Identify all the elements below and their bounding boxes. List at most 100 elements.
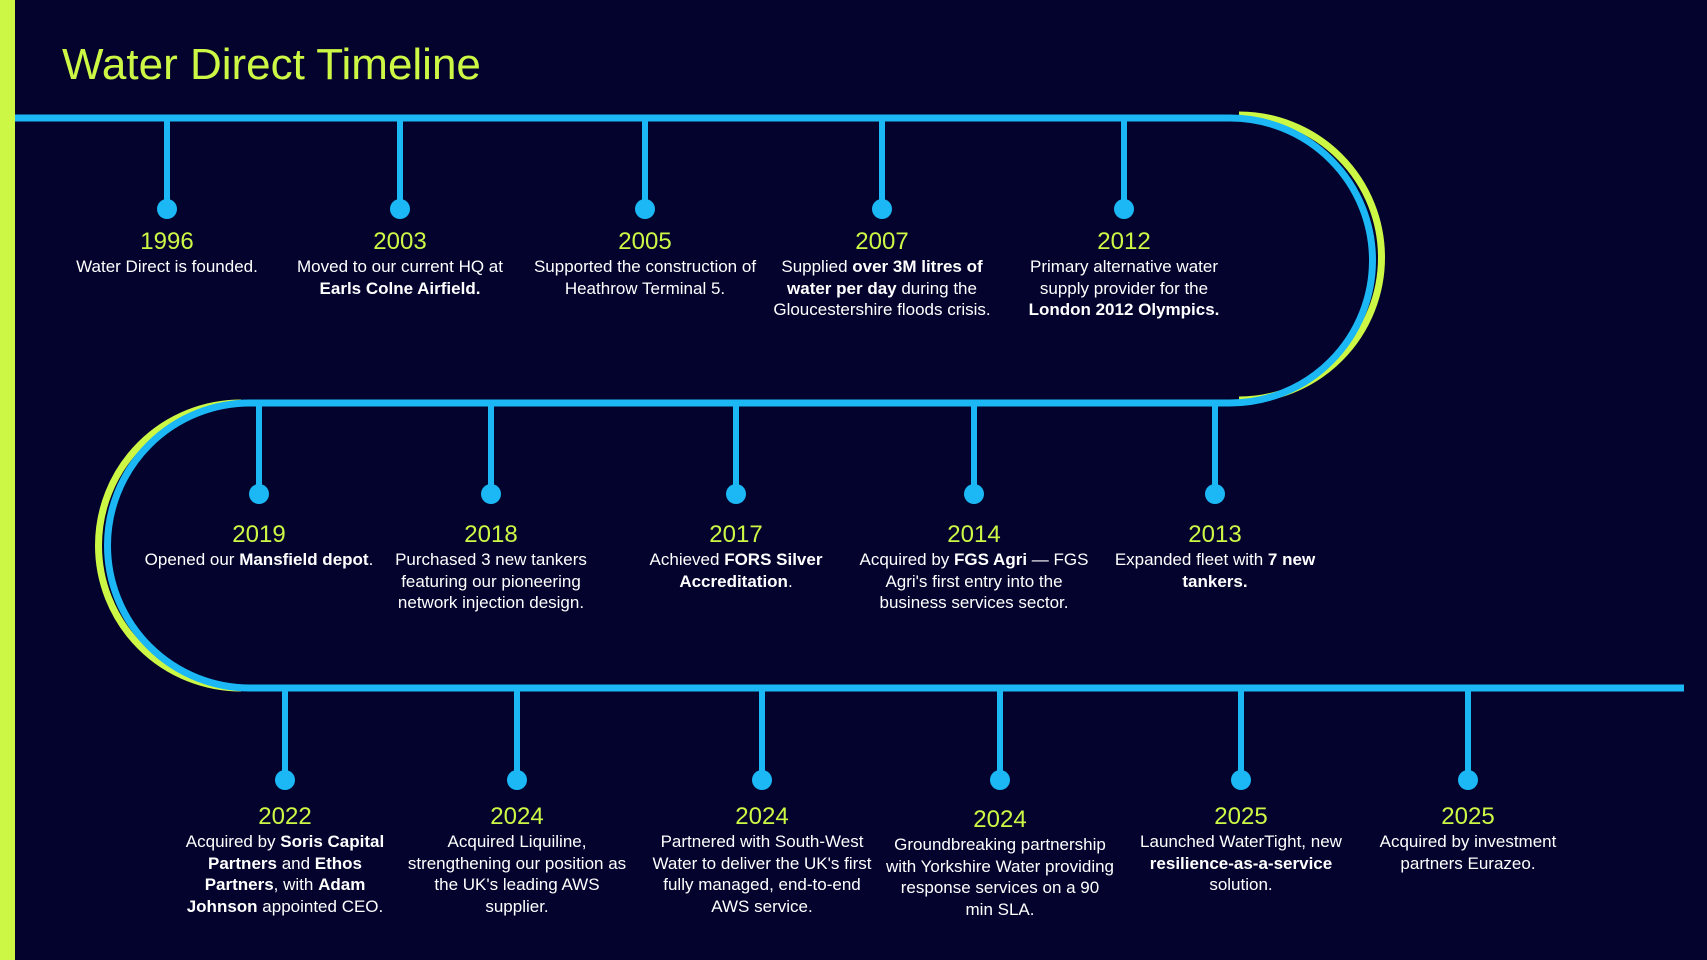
event-description: Moved to our current HQ at Earls Colne A… <box>285 256 515 299</box>
event-highlight-text: Soris Capital Partners <box>207 832 385 873</box>
event-description: Primary alternative water supply provide… <box>1009 256 1239 321</box>
event-highlight-text: 7 new tankers. <box>1182 550 1316 591</box>
event-marker-dot <box>1231 770 1251 790</box>
event-marker-dot <box>390 199 410 219</box>
event-description: Groundbreaking partnership with Yorkshir… <box>885 834 1115 920</box>
event-text: — FGS Agri's first entry into the busine… <box>879 550 1089 612</box>
event-highlight-text: Earls Colne Airfield. <box>319 278 481 298</box>
event-text: Acquired by <box>185 832 281 851</box>
event-year: 2018 <box>464 521 518 548</box>
event-year: 2013 <box>1188 521 1242 548</box>
event-marker-dot <box>990 770 1010 790</box>
event-text: Partnered with South-West Water to deliv… <box>652 832 872 916</box>
event-marker-dot <box>752 770 772 790</box>
event-description: Expanded fleet with 7 new tankers. <box>1100 549 1330 592</box>
event-year: 1996 <box>140 228 194 255</box>
event-description: Acquired by investment partners Eurazeo. <box>1353 831 1583 874</box>
event-marker-dot <box>726 484 746 504</box>
event-year: 2025 <box>1441 803 1495 830</box>
event-year: 2022 <box>258 803 312 830</box>
event-marker-dot <box>635 199 655 219</box>
event-year: 2007 <box>855 228 909 255</box>
event-highlight-text: Adam Johnson <box>186 875 366 916</box>
event-description: Water Direct is founded. <box>52 256 282 278</box>
event-text: Groundbreaking partnership with Yorkshir… <box>885 835 1115 919</box>
event-description: Opened our Mansfield depot. <box>144 549 374 571</box>
event-highlight-text: Ethos Partners <box>204 853 363 895</box>
event-text: Acquired by <box>859 550 955 569</box>
event-marker-dot <box>964 484 984 504</box>
event-text: Acquired by investment partners Eurazeo. <box>1379 832 1557 873</box>
event-description: Acquired Liquiline, strengthening our po… <box>402 831 632 917</box>
event-year: 2024 <box>490 803 544 830</box>
event-marker-dot <box>481 484 501 504</box>
event-text: solution. <box>1209 875 1273 894</box>
event-text: , with <box>273 875 319 894</box>
event-description: Acquired by Soris Capital Partners and E… <box>170 831 400 917</box>
track-line <box>15 114 1684 692</box>
event-highlight-text: London 2012 Olympics. <box>1028 300 1220 319</box>
event-text: and <box>276 853 315 873</box>
track-accent-curve-right <box>1238 111 1385 404</box>
event-text: Water Direct is founded. <box>76 257 258 276</box>
event-year: 2019 <box>232 521 286 548</box>
event-text: Moved to our current HQ at <box>297 257 503 276</box>
event-marker-dot <box>1458 770 1478 790</box>
event-text: Expanded fleet with <box>1114 550 1268 569</box>
event-description: Acquired by FGS Agri — FGS Agri's first … <box>859 549 1089 614</box>
event-highlight-text: over 3M litres of water per day <box>787 257 983 298</box>
event-description: Supplied over 3M litres of water per day… <box>767 256 997 321</box>
event-text: . <box>368 550 374 569</box>
event-text: Launched WaterTight, new <box>1140 832 1342 851</box>
event-year: 2024 <box>735 803 789 830</box>
event-description: Purchased 3 new tankers featuring our pi… <box>376 549 606 614</box>
event-text: during the Gloucestershire floods crisis… <box>773 278 991 320</box>
event-marker-dot <box>872 199 892 219</box>
event-description: Supported the construction of Heathrow T… <box>530 256 760 299</box>
page-title: Water Direct Timeline <box>62 40 481 89</box>
event-marker-dot <box>1114 199 1134 219</box>
event-marker-dot <box>1205 484 1225 504</box>
event-marker-dot <box>275 770 295 790</box>
event-description: Achieved FORS Silver Accreditation. <box>621 549 851 592</box>
event-text: Supported the construction of Heathrow T… <box>533 257 757 298</box>
event-text: Opened our <box>144 550 240 569</box>
event-year: 2012 <box>1097 228 1151 255</box>
event-description: Launched WaterTight, new resilience-as-a… <box>1126 831 1356 896</box>
track-accent-curve-left <box>95 399 242 692</box>
event-text: Primary alternative water supply provide… <box>1029 257 1218 298</box>
event-highlight-text: FGS Agri <box>954 550 1028 569</box>
left-accent-bar <box>0 0 15 960</box>
event-year: 2024 <box>973 806 1027 833</box>
event-text: Purchased 3 new tankers featuring our pi… <box>395 550 587 612</box>
event-marker-dot <box>157 199 177 219</box>
event-highlight-text: Mansfield depot <box>239 550 369 569</box>
event-year: 2003 <box>373 228 427 255</box>
event-year: 2017 <box>709 521 763 548</box>
event-year: 2014 <box>947 521 1001 548</box>
event-marker-dot <box>249 484 269 504</box>
event-year: 2005 <box>618 228 672 255</box>
event-text: Supplied <box>781 257 853 276</box>
event-highlight-text: resilience-as-a-service <box>1149 853 1333 873</box>
event-year: 2025 <box>1214 803 1268 830</box>
event-text: appointed CEO. <box>257 896 384 916</box>
event-highlight-text: FORS Silver Accreditation <box>679 550 823 591</box>
